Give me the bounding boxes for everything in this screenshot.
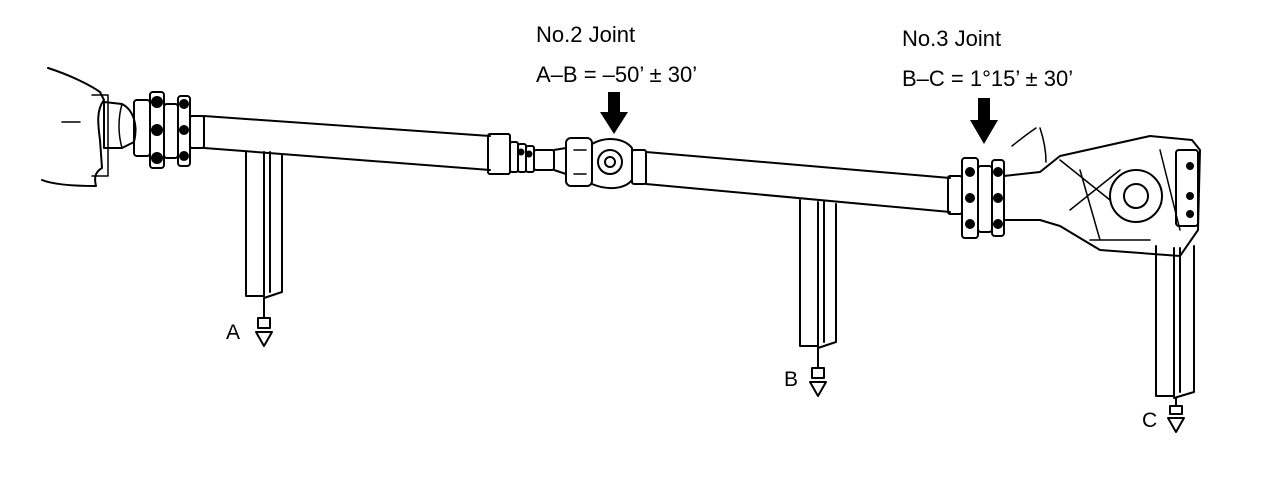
- no3-joint-spec: B–C = 1°15’ ± 30’: [902, 66, 1074, 91]
- no2-universal-joint: [565, 137, 647, 190]
- differential-carrier: [1003, 127, 1201, 257]
- angle-gauge-b: [799, 199, 837, 397]
- point-label-a: A: [226, 321, 241, 344]
- no3-joint-flange: [961, 157, 1005, 239]
- no3-joint-title: No.3 Joint: [902, 26, 1002, 51]
- angle-gauge-a: [245, 151, 283, 347]
- no2-joint-arrow: [600, 92, 628, 134]
- transmission-housing: [41, 67, 109, 187]
- no2-joint-title: No.2 Joint: [536, 22, 636, 47]
- front-flange-yoke: [103, 91, 205, 169]
- point-label-c: C: [1142, 409, 1158, 432]
- front-propeller-tube: [203, 115, 491, 171]
- rear-propeller-tube: [645, 151, 963, 215]
- slip-yoke: [487, 133, 567, 175]
- no3-joint-arrow: [970, 98, 998, 144]
- angle-gauge-c: [1155, 245, 1195, 433]
- no2-joint-spec: A–B = –50’ ± 30’: [536, 62, 698, 87]
- point-label-b: B: [784, 368, 799, 391]
